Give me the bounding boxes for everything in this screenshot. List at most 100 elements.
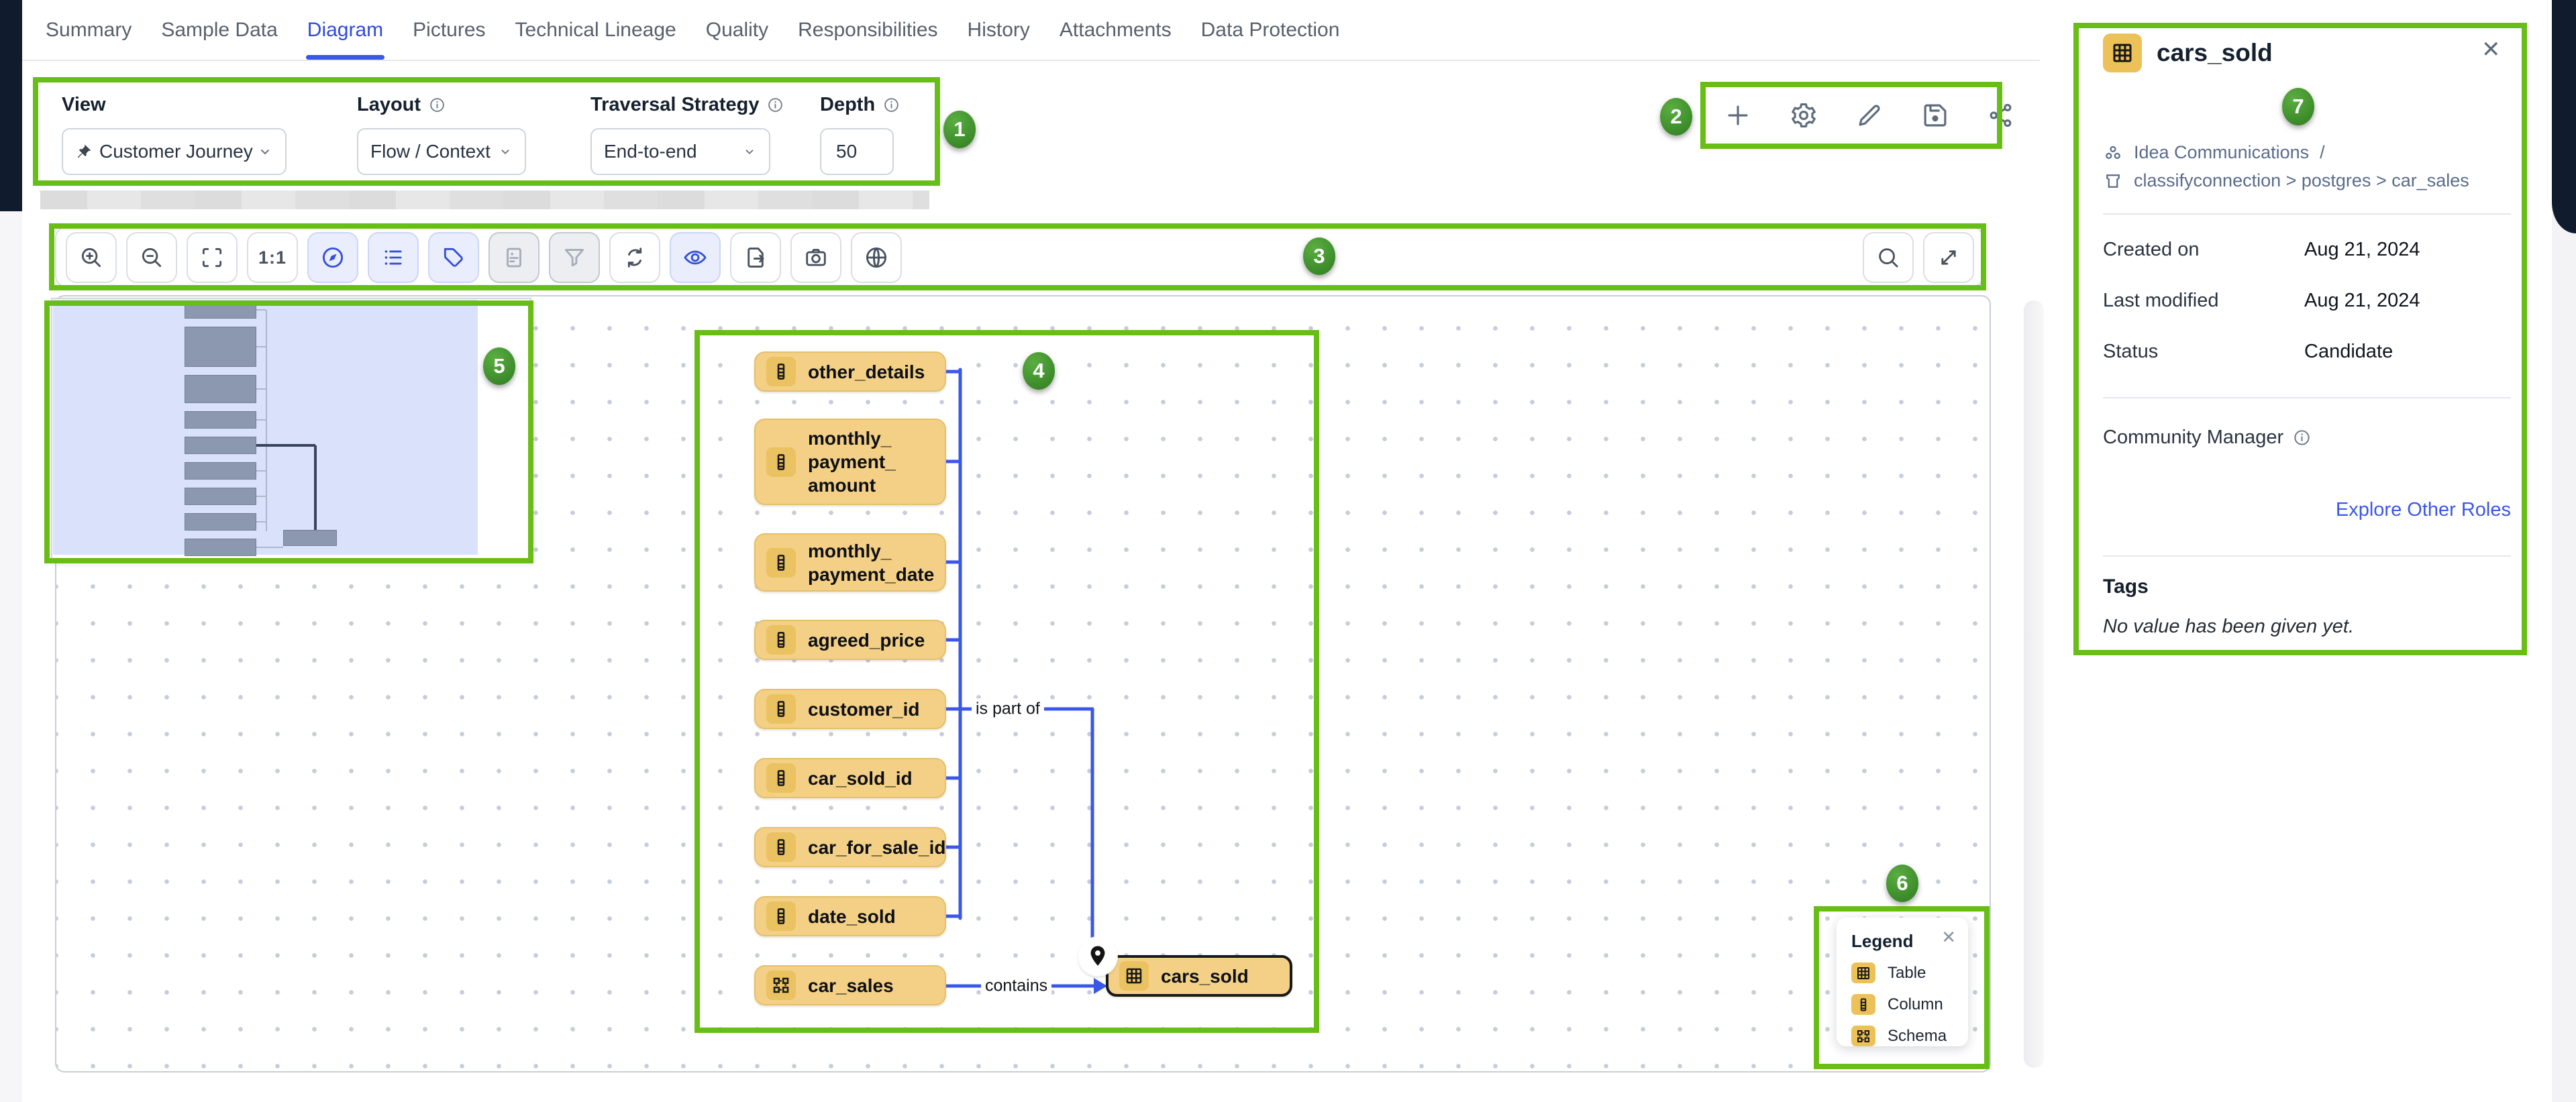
minimap[interactable] [51, 298, 531, 562]
node-monthly_payment_date[interactable]: monthly_payment_date [754, 533, 946, 592]
column-icon [766, 357, 796, 386]
close-icon[interactable]: ✕ [2481, 37, 2501, 62]
traversal-label: Traversal Strategy [590, 94, 760, 115]
vertical-scrollbar[interactable] [2024, 300, 2044, 1068]
legend-title: Legend [1851, 931, 1914, 951]
info-icon[interactable] [2293, 429, 2311, 447]
breadcrumb-community[interactable]: Idea Communications / [2103, 142, 2325, 163]
breadcrumb-path[interactable]: classifyconnection > postgres > car_sale… [2103, 170, 2469, 191]
chevron-down-icon [498, 144, 513, 159]
add-button[interactable] [1715, 93, 1761, 138]
node-other_details[interactable]: other_details [754, 351, 946, 392]
node-label: monthly_payment_date [808, 540, 935, 585]
minimap-viewport[interactable] [53, 300, 478, 555]
eye-button[interactable] [670, 232, 721, 283]
node-car_for_sale_id[interactable]: car_for_sale_id [754, 827, 946, 867]
asset-sidebar: cars_sold ✕ Idea Communications / classi… [2047, 0, 2552, 1102]
compass-button[interactable] [307, 232, 358, 283]
node-monthly_payment_amount[interactable]: monthly_payment_amount [754, 419, 946, 505]
zoom-in-button[interactable] [66, 232, 117, 283]
view-dropdown[interactable]: Customer Journey [62, 128, 287, 175]
tab-diagram[interactable]: Diagram [305, 0, 385, 60]
field-label: Created on [2103, 239, 2200, 260]
tab-pictures[interactable]: Pictures [413, 18, 486, 41]
tab-attachments[interactable]: Attachments [1059, 18, 1172, 41]
column-icon [766, 547, 796, 577]
minimap-node [185, 462, 256, 480]
tab-summary[interactable]: Summary [46, 18, 132, 41]
close-icon[interactable]: ✕ [1941, 927, 1956, 947]
edge-label: is part of [972, 698, 1044, 720]
pin-icon [75, 143, 93, 160]
info-icon[interactable] [767, 97, 784, 113]
node-label: car_for_sale_id [808, 836, 946, 858]
search-button[interactable] [1863, 232, 1914, 283]
layout-label: Layout [357, 94, 421, 115]
minimap-node [283, 530, 337, 546]
location-pin-icon [1079, 938, 1117, 975]
legend-item-column: Column [1851, 994, 1968, 1015]
fit-screen-button[interactable] [187, 232, 238, 283]
divider [2103, 213, 2511, 215]
node-date_sold[interactable]: date_sold [754, 896, 946, 936]
tab-sample-data[interactable]: Sample Data [161, 18, 278, 41]
info-icon[interactable] [429, 97, 446, 113]
divider [2103, 555, 2511, 557]
list-button[interactable] [368, 232, 419, 283]
zoom-out-button[interactable] [126, 232, 177, 283]
minimap-node [185, 539, 256, 556]
layout-dropdown[interactable]: Flow / Context [357, 128, 526, 175]
node-label: customer_id [808, 698, 920, 720]
save-button[interactable] [1912, 93, 1958, 138]
depth-input[interactable] [820, 128, 894, 175]
actual-size-button[interactable]: 1:1 [247, 232, 298, 283]
schema-icon [1851, 1026, 1875, 1046]
node-cars_sold[interactable]: cars_sold [1106, 955, 1292, 997]
column-icon [766, 694, 796, 724]
tab-bar: Summary Sample Data Diagram Pictures Technic… [22, 0, 2040, 61]
info-icon[interactable] [883, 97, 900, 113]
export-page-button[interactable] [730, 232, 781, 283]
node-customer_id[interactable]: customer_id [754, 689, 946, 729]
tab-data-protection[interactable]: Data Protection [1200, 18, 1340, 41]
community-manager-label: Community Manager [2103, 427, 2284, 448]
divider [2103, 397, 2511, 398]
tags-label: Tags [2103, 575, 2149, 598]
camera-button[interactable] [790, 232, 841, 283]
table-icon [1119, 961, 1149, 991]
sync-button[interactable] [609, 232, 660, 283]
traversal-control: Traversal Strategy End-to-end [590, 94, 784, 175]
globe-button[interactable] [851, 232, 902, 283]
minimap-node [185, 411, 256, 429]
explore-other-roles-link[interactable]: Explore Other Roles [2335, 499, 2511, 520]
tab-history[interactable]: History [967, 18, 1030, 41]
tab-responsibilities[interactable]: Responsibilities [798, 18, 938, 41]
edit-button[interactable] [1847, 93, 1892, 138]
filter-button[interactable] [549, 232, 600, 283]
column-icon [766, 901, 796, 931]
tab-technical-lineage[interactable]: Technical Lineage [515, 18, 676, 41]
table-icon [1851, 962, 1875, 983]
view-control: View Customer Journey [62, 94, 287, 175]
legend-item-label: Schema [1888, 1026, 1947, 1045]
tab-quality[interactable]: Quality [705, 18, 769, 41]
field-label: Last modified [2103, 290, 2219, 311]
node-car_sold_id[interactable]: car_sold_id [754, 758, 946, 798]
minimap-node [185, 327, 256, 367]
settings-button[interactable] [1781, 93, 1826, 138]
view-value: Customer Journey [99, 141, 253, 162]
layout-value: Flow / Context [370, 141, 491, 162]
field-value: Aug 21, 2024 [2304, 239, 2420, 260]
node-car_sales[interactable]: car_sales [754, 965, 946, 1005]
asset-path: classifyconnection > postgres > car_sale… [2134, 170, 2469, 190]
field-row-created-on: Created on Aug 21, 2024 [2103, 239, 2511, 261]
tag-button[interactable] [428, 232, 479, 283]
id-card-button[interactable] [488, 232, 539, 283]
node-agreed_price[interactable]: agreed_price [754, 620, 946, 660]
dark-header-edge-left [0, 0, 22, 211]
node-label: agreed_price [808, 629, 925, 651]
horizontal-scrollbar[interactable] [40, 190, 929, 209]
expand-button[interactable] [1923, 232, 1974, 283]
traversal-dropdown[interactable]: End-to-end [590, 128, 770, 175]
